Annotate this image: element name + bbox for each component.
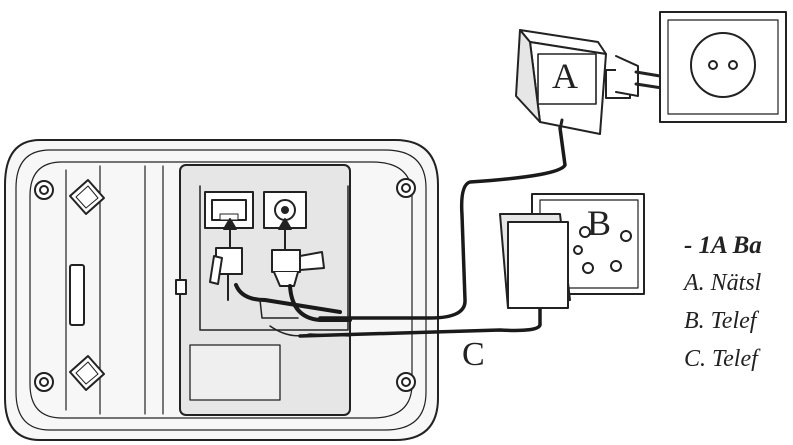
telephone-adapter [499,193,645,309]
legend-heading: - 1A Ba [684,232,762,259]
power-adapter [515,29,664,135]
phone-plug [209,247,243,301]
base-station [4,139,439,441]
screw-icon [396,372,416,392]
legend-item: A. Nätsl [684,270,762,296]
insert-arrow [223,218,292,251]
screw-icon [34,180,54,200]
screw-icon [396,178,416,198]
power-plug [271,249,325,287]
legend: - 1A Ba A. Nätsl B. Telef C. Telef [684,232,762,384]
callout-c: C [462,336,485,373]
wall-socket [659,11,787,123]
legend-item: C. Telef [684,346,758,372]
callout-b: B [587,203,612,243]
power-cable [318,126,567,320]
legend-item: B. Telef [684,308,757,334]
callout-a: A [552,56,578,96]
telephone-cable [298,306,542,338]
screw-icon [34,372,54,392]
